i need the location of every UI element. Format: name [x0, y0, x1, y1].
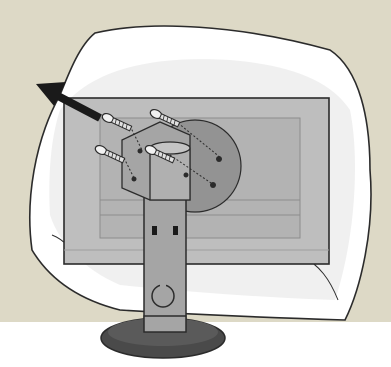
stand-slot: [152, 226, 157, 235]
cable-clip-gap: [160, 282, 166, 290]
stand-slot: [173, 226, 178, 235]
hinge-hole: [184, 173, 189, 178]
stand-neck: [144, 192, 186, 332]
hinge-hole: [138, 149, 143, 154]
stand-neck-foot: [144, 316, 186, 332]
